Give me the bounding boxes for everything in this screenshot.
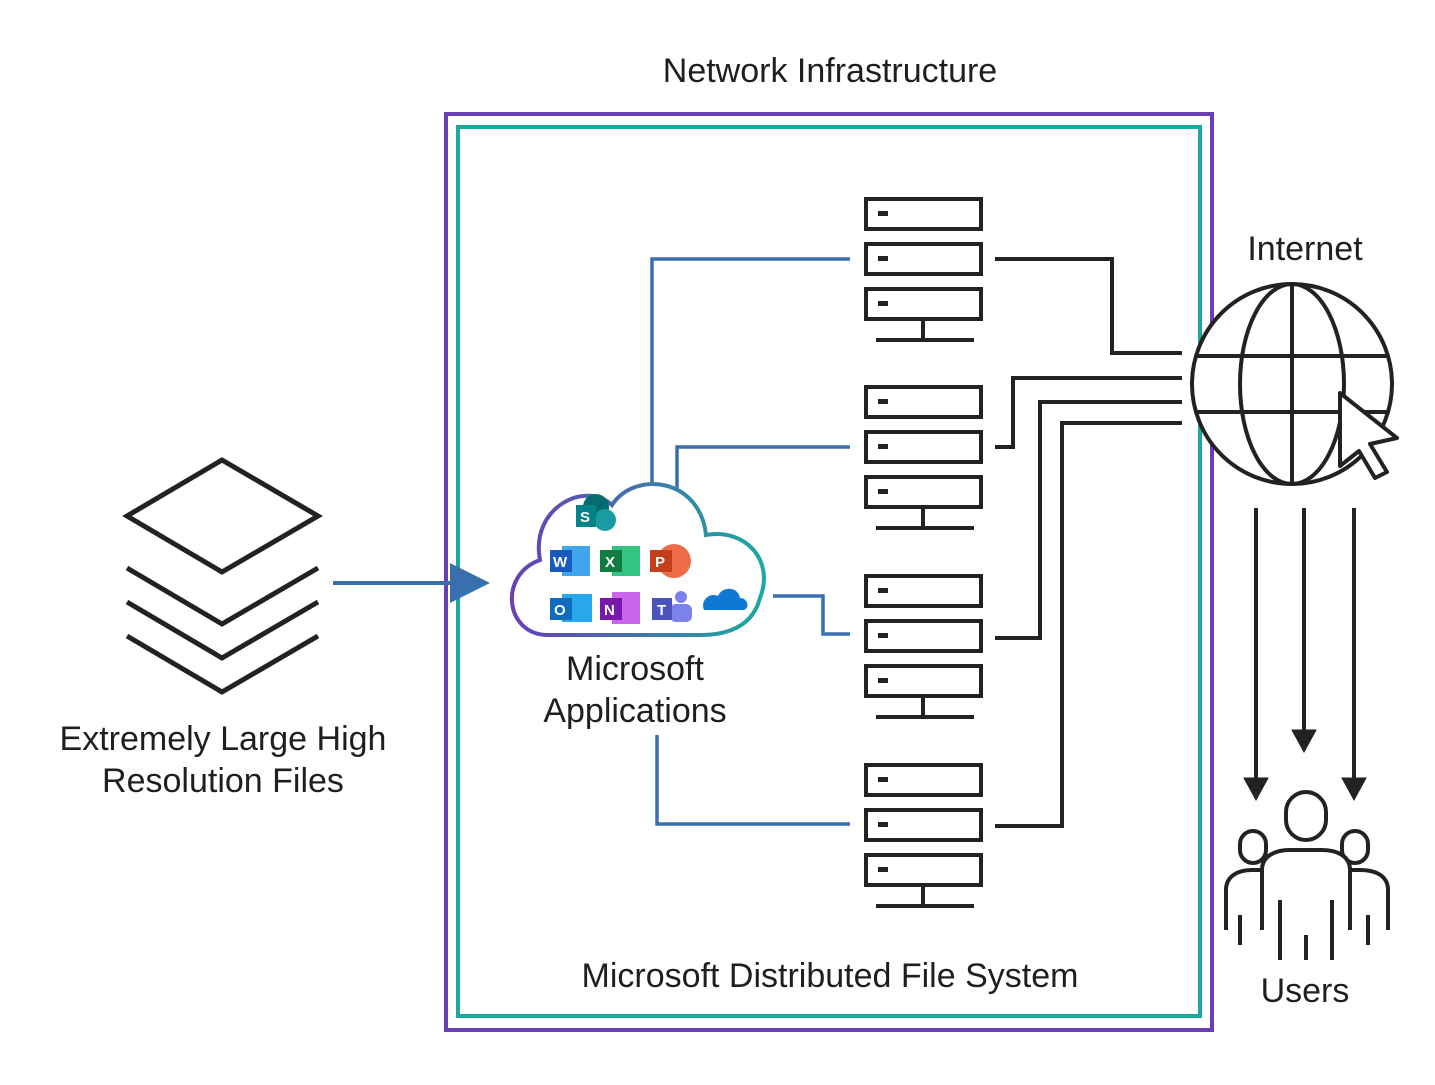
users-label: Users	[1260, 972, 1350, 1010]
internet-label: Internet	[1247, 230, 1363, 268]
svg-text:X: X	[605, 554, 615, 571]
word-icon: W	[550, 546, 590, 576]
svg-text:W: W	[553, 554, 568, 571]
onenote-icon: N	[600, 592, 640, 624]
sharepoint-icon: S	[576, 494, 616, 531]
server-2	[866, 387, 981, 528]
apps-label-line1: Microsoft	[566, 650, 704, 688]
server-internet-links	[995, 257, 1182, 828]
files-label: Extremely Large High Resolution Files	[18, 718, 428, 802]
apps-label-line2: Applications	[543, 692, 727, 730]
microsoft-applications-label: Microsoft Applications	[490, 648, 780, 732]
cursor-icon	[1338, 391, 1399, 480]
powerpoint-icon: P	[650, 544, 691, 578]
internet-to-users-arrows	[1243, 508, 1367, 802]
users-icon	[1224, 790, 1390, 960]
excel-icon: X	[600, 546, 640, 576]
app-server-links	[650, 257, 850, 826]
server-4	[866, 765, 981, 906]
svg-text:S: S	[580, 509, 590, 526]
onedrive-icon	[703, 588, 748, 610]
outlook-icon: O	[550, 594, 592, 622]
layers-icon	[122, 457, 323, 695]
svg-text:T: T	[657, 602, 666, 619]
teams-icon: T	[652, 591, 692, 622]
svg-text:N: N	[604, 602, 615, 619]
server-1	[866, 199, 981, 340]
files-label-line2: Resolution Files	[102, 762, 344, 800]
distributed-file-system-label: Microsoft Distributed File System	[581, 957, 1079, 995]
server-3	[866, 576, 981, 717]
network-infrastructure-border	[444, 112, 1214, 1032]
network-infrastructure-label: Network Infrastructure	[662, 52, 998, 90]
files-label-line1: Extremely Large High	[59, 720, 387, 758]
svg-text:P: P	[655, 554, 665, 571]
svg-text:O: O	[554, 602, 566, 619]
